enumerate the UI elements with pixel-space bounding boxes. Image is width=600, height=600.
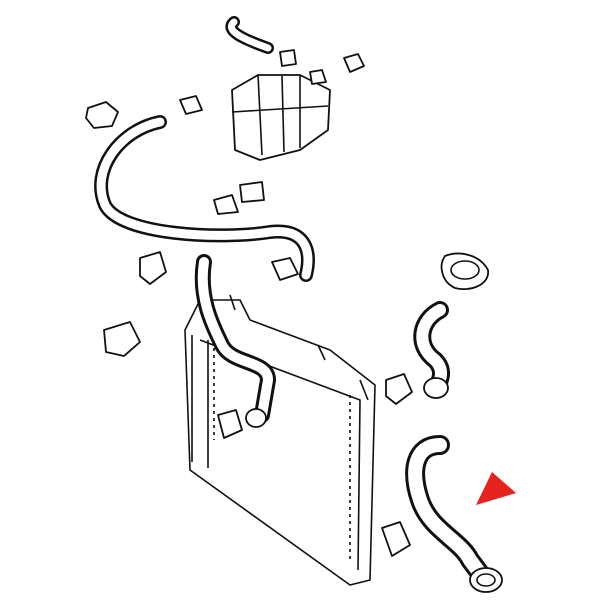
lower-radiator-hose: [405, 435, 503, 593]
expansion-tank: [213, 49, 365, 215]
radiator-inlet-hose: [194, 254, 276, 428]
upper-bypass-hose: [94, 115, 315, 282]
hose-clamps: [85, 95, 489, 557]
upper-radiator-hose: [413, 301, 450, 399]
indicator-arrow: [476, 472, 516, 505]
small-vent-hose: [225, 16, 274, 54]
